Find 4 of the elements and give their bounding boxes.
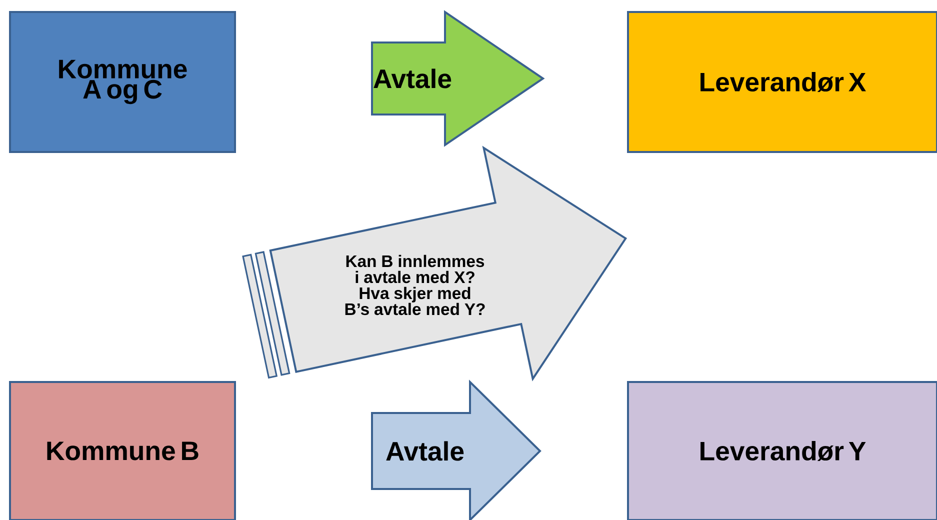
organization-box: Kommune A og C (9, 10, 236, 153)
organization-box: Leverandør Y (627, 380, 937, 520)
organization-box: Kommune B (9, 380, 236, 520)
organization-box: Leverandør X (627, 10, 937, 153)
